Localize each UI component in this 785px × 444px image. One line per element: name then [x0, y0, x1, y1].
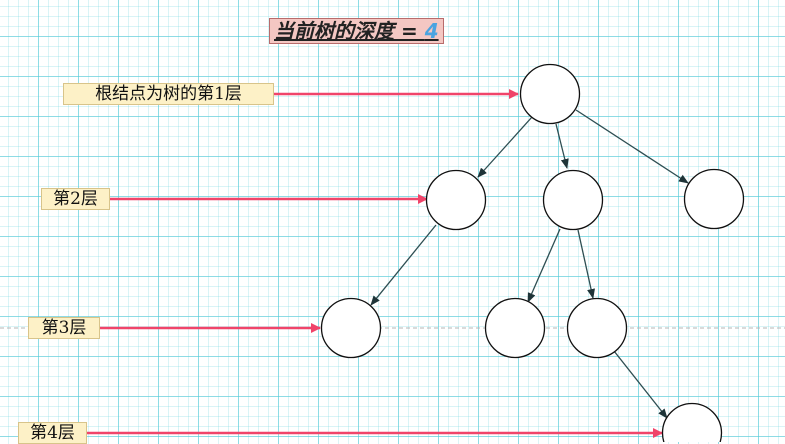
edge-grandchild-3-to-leaf [613, 350, 668, 419]
edge-root-to-child-3 [575, 109, 689, 184]
node-level2-3 [683, 168, 745, 230]
title-text: 当前树的深度 = [274, 19, 425, 43]
level-2-label: 第2层 [41, 188, 110, 210]
edge-child-2-to-grandchild-3 [577, 229, 595, 299]
node-level3-2 [484, 297, 546, 359]
node-level4-1 [661, 402, 723, 442]
edge-root-to-child-2 [555, 123, 569, 169]
node-level3-3 [566, 297, 628, 359]
node-root [519, 63, 581, 125]
edge-root-to-child-1 [477, 116, 533, 178]
depth-value: 4 [424, 19, 439, 43]
node-level3-1 [320, 297, 382, 359]
level-1-label: 根结点为树的第1层 [63, 83, 274, 105]
edge-child-1-to-grandchild-1 [370, 224, 437, 306]
page-title: 当前树的深度 = 4 [269, 18, 444, 44]
level-3-label: 第3层 [28, 317, 100, 339]
node-level2-1 [425, 169, 487, 231]
edge-child-2-to-grandchild-2 [527, 228, 561, 303]
node-level2-2 [542, 169, 604, 231]
level-4-label: 第4层 [18, 422, 87, 444]
